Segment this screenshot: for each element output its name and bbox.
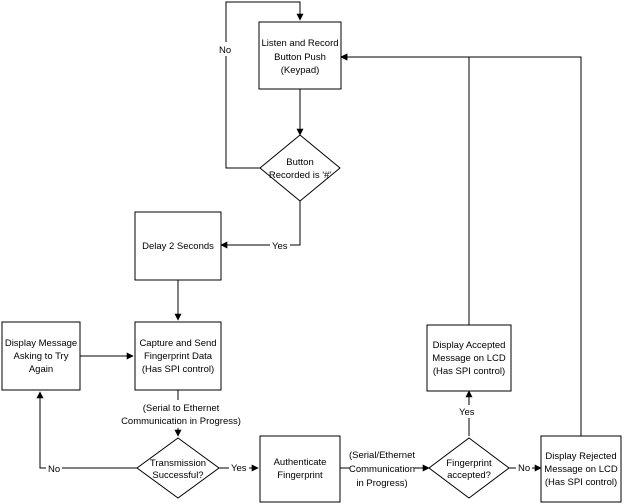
annotation-serial-ethernet-progress-line-2: Communication [349,464,415,475]
node-display-accepted: Display Accepted Message on LCD (Has SPI… [426,324,512,392]
annotation-serial-ethernet-progress-line-3: in Progress) [356,478,407,489]
edge-transmission-no [36,391,137,469]
decision-transmission: Transmission Successful? [136,437,220,499]
node-display-rejected-line-3: (Has SPI control) [545,477,617,488]
annotation-serial-to-ethernet-line-2: Communication in Progress) [121,416,241,427]
node-display-accepted-line-3: (Has SPI control) [433,366,505,377]
decision-transmission-line-1: Transmission [150,458,206,469]
node-display-accepted-line-1: Display Accepted [433,340,506,351]
edge-label-transmission-no: No [48,464,60,475]
node-delay: Delay 2 Seconds [134,211,222,281]
edge-display-rejected-return [340,53,582,436]
decision-transmission-line-2: Successful? [152,470,203,481]
node-retry-message: Display Message Asking to Try Again [1,321,81,391]
node-display-accepted-line-2: Message on LCD [432,353,506,364]
node-listen-record: Listen and Record Button Push (Keypad) [258,21,342,90]
node-capture-fingerprint-line-2: Fingerprint Data [144,351,213,362]
node-retry-message-line-2: Asking to Try [14,351,69,362]
node-capture-fingerprint-line-1: Capture and Send [139,338,216,349]
node-listen-record-line-3: (Keypad) [281,65,320,76]
decision-button-recorded-line-2: Recorded is '#' [269,170,331,181]
edge-button-yes [220,201,301,249]
annotation-serial-ethernet-progress: (Serial/Ethernet Communication in Progre… [349,447,415,489]
edge-label-button-yes: Yes [272,241,288,252]
node-retry-message-line-3: Again [29,364,53,375]
node-display-rejected-line-2: Message on LCD [544,464,618,475]
edge-label-accepted-no: No [518,463,530,474]
annotation-serial-ethernet-progress-line-1: (Serial/Ethernet [349,450,415,461]
edge-label-accepted-yes: Yes [459,407,475,418]
node-capture-fingerprint-line-3: (Has SPI control) [142,364,214,375]
edge-label-transmission-yes: Yes [231,463,247,474]
node-display-rejected-line-1: Display Rejected [545,451,616,462]
edge-label-button-no: No [219,45,231,56]
annotation-serial-to-ethernet-line-1: (Serial to Ethernet [143,403,220,414]
node-authenticate-line-2: Fingerprint [277,470,323,481]
decision-fingerprint-accepted-line-1: Fingerprint [446,458,492,469]
node-capture-fingerprint: Capture and Send Fingerprint Data (Has S… [134,321,222,391]
node-retry-message-line-1: Display Message [5,338,77,349]
node-authenticate-line-1: Authenticate [274,457,327,468]
node-delay-line-1: Delay 2 Seconds [142,241,214,252]
node-authenticate: Authenticate Fingerprint [259,435,341,503]
node-display-rejected: Display Rejected Message on LCD (Has SPI… [540,435,622,503]
decision-button-recorded-line-1: Button [286,157,313,168]
node-listen-record-line-1: Listen and Record [261,38,338,49]
annotation-serial-to-ethernet: (Serial to Ethernet Communication in Pro… [121,400,241,428]
decision-fingerprint-accepted: Fingerprint accepted? [428,437,510,499]
node-listen-record-line-2: Button Push [274,52,326,63]
edge-display-accepted-return [340,53,470,325]
decision-button-recorded: Button Recorded is '#' [259,134,341,202]
edge-button-no-loop [225,1,304,169]
decision-fingerprint-accepted-line-2: accepted? [447,470,491,481]
